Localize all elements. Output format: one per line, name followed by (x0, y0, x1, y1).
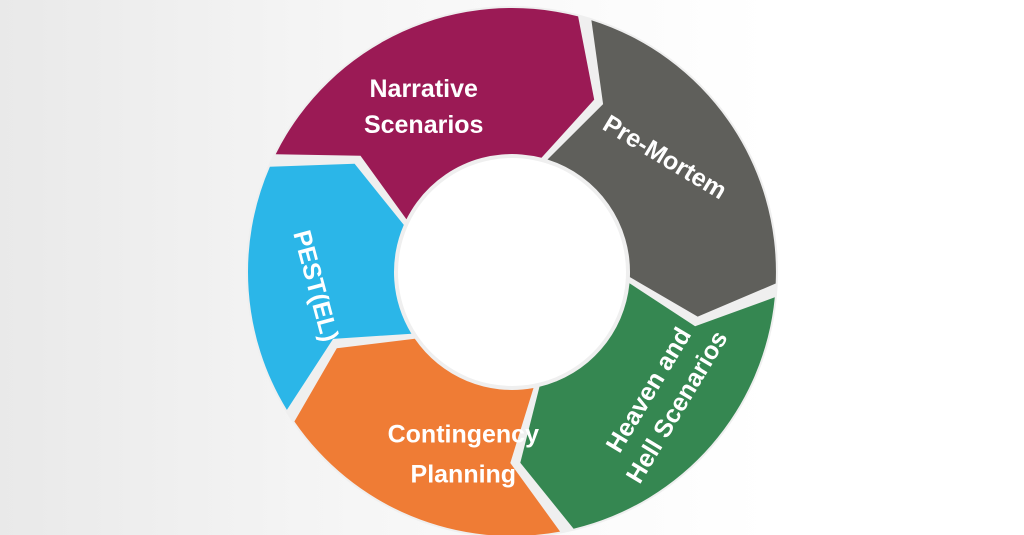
label-contingency-planning-line-2: Planning (411, 461, 517, 489)
segment-pre-mortem (547, 20, 776, 317)
segment-pestel (248, 163, 412, 410)
segments-layer (246, 6, 778, 535)
center-hub (398, 158, 626, 386)
label-narrative-scenarios-line-2: Scenarios (364, 111, 484, 139)
segment-narrative-scenarios (275, 7, 595, 220)
label-narrative-scenarios-line-1: Narrative (369, 75, 477, 103)
segment-contingency-planning (294, 338, 561, 535)
segment-heaven-and-hell-scenarios (520, 283, 775, 529)
label-contingency-planning-line-1: Contingency (388, 421, 539, 449)
